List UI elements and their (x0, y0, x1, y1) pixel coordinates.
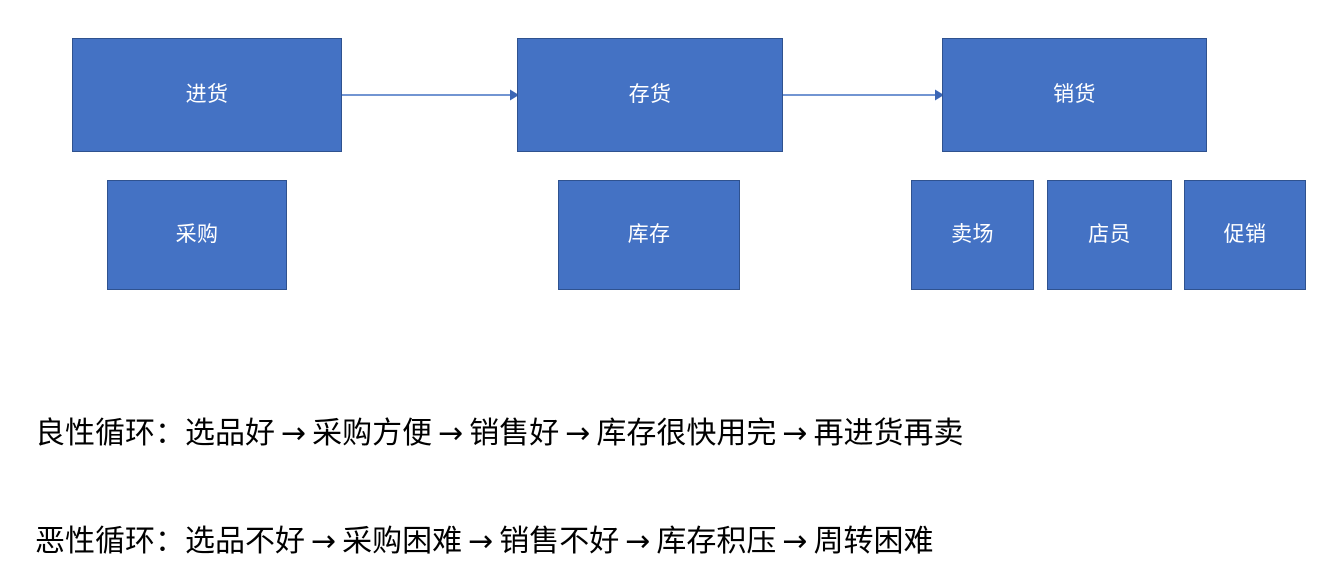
process-box-stock[interactable]: 存货 (517, 38, 783, 152)
vicious-title: 恶性循环： (35, 524, 185, 559)
sub-box-promotion-label: 促销 (1223, 223, 1267, 247)
sub-box-procurement-label: 采购 (175, 223, 219, 247)
sub-box-inventory[interactable]: 库存 (558, 180, 740, 290)
arrow-glyph: → (782, 524, 808, 559)
arrow-glyph: → (281, 416, 307, 451)
vicious-step-5: 周转困难 (813, 524, 934, 559)
vicious-step-4: 库存积压 (656, 524, 777, 559)
arrow-glyph: → (468, 524, 494, 559)
process-box-purchase[interactable]: 进货 (72, 38, 342, 152)
sub-box-staff[interactable]: 店员 (1047, 180, 1172, 290)
sub-box-promotion[interactable]: 促销 (1184, 180, 1306, 290)
virtuous-step-2: 采购方便 (312, 416, 433, 451)
arrow-glyph: → (782, 416, 808, 451)
vicious-step-3: 销售不好 (499, 524, 620, 559)
virtuous-step-5: 再进货再卖 (813, 416, 964, 451)
process-box-sales-label: 销货 (1053, 83, 1096, 107)
vicious-step-1: 选品不好 (185, 524, 305, 559)
arrow-glyph: → (311, 524, 337, 559)
virtuous-step-1: 选品好 (185, 416, 275, 451)
vicious-step-2: 采购困难 (342, 524, 463, 559)
sub-box-inventory-label: 库存 (627, 223, 671, 247)
sub-box-shopfloor-label: 卖场 (951, 223, 994, 247)
process-box-stock-label: 存货 (628, 83, 672, 107)
arrow-glyph: → (625, 524, 651, 559)
arrow-glyph: → (565, 416, 591, 451)
process-box-purchase-label: 进货 (185, 83, 229, 107)
virtuous-step-4: 库存很快用完 (596, 416, 777, 451)
virtuous-title: 良性循环： (35, 416, 185, 451)
arrow-connector-purchase-to-stock (342, 88, 519, 102)
sub-box-shopfloor[interactable]: 卖场 (911, 180, 1034, 290)
sub-box-staff-label: 店员 (1088, 223, 1131, 247)
sub-box-procurement[interactable]: 采购 (107, 180, 287, 290)
arrow-glyph: → (438, 416, 464, 451)
process-box-sales[interactable]: 销货 (942, 38, 1207, 152)
virtuous-step-3: 销售好 (469, 416, 560, 451)
arrow-connector-stock-to-sales (783, 88, 944, 102)
arrow-right-icon (342, 89, 519, 101)
narrative-line-vicious-cycle: 恶性循环：选品不好→采购困难→销售不好→库存积压→周转困难 (35, 527, 934, 557)
narrative-line-virtuous-cycle: 良性循环：选品好→采购方便→销售好→库存很快用完→再进货再卖 (35, 419, 964, 449)
arrow-right-icon (783, 89, 944, 101)
